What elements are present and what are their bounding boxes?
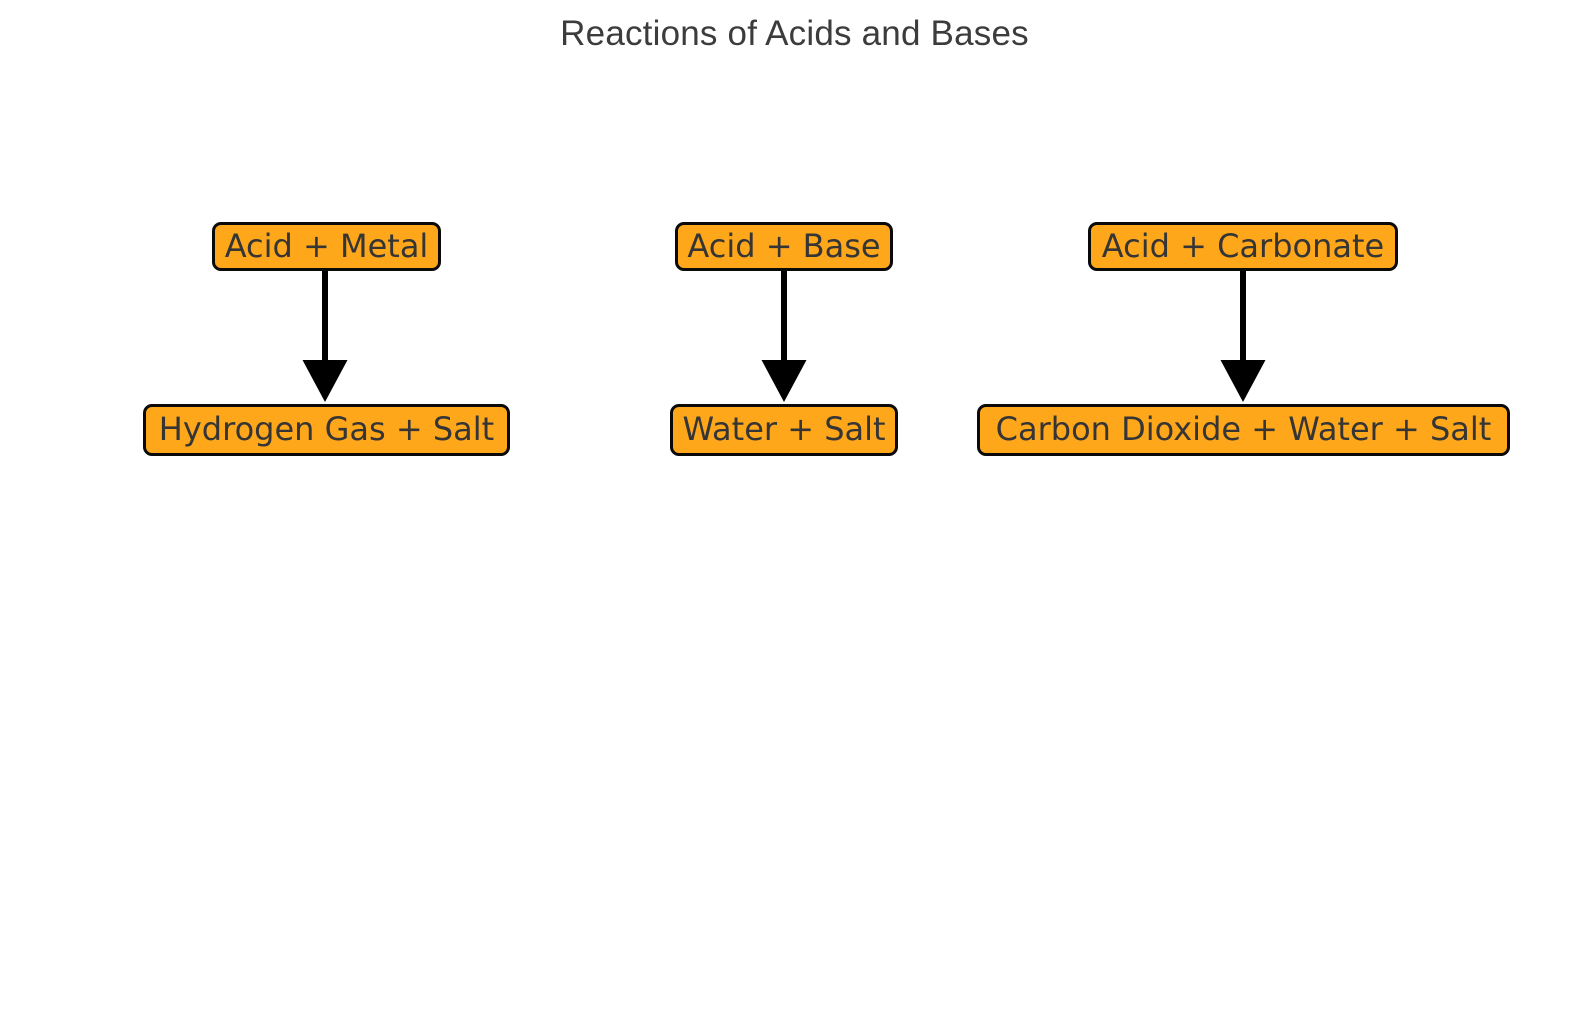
- node-target-label-carbon-dioxide-water-salt: Carbon Dioxide + Water + Salt: [995, 410, 1492, 448]
- node-target-hydrogen-gas-salt[interactable]: Hydrogen Gas + Salt: [143, 404, 510, 456]
- node-source-acid-carbonate[interactable]: Acid + Carbonate: [1088, 222, 1398, 271]
- node-source-label-acid-base: Acid + Base: [687, 226, 881, 265]
- node-source-label-acid-carbonate: Acid + Carbonate: [1101, 226, 1385, 265]
- node-source-label-acid-metal: Acid + Metal: [224, 226, 429, 265]
- edge-arrow-acid-base: [761, 271, 807, 402]
- edge-arrow-acid-carbonate: [1220, 271, 1266, 402]
- node-target-label-hydrogen-gas-salt: Hydrogen Gas + Salt: [158, 410, 495, 448]
- node-target-water-salt[interactable]: Water + Salt: [670, 404, 898, 456]
- node-target-label-water-salt: Water + Salt: [682, 410, 886, 448]
- node-source-acid-metal[interactable]: Acid + Metal: [212, 222, 441, 271]
- node-source-acid-base[interactable]: Acid + Base: [675, 222, 893, 271]
- diagram-title: Reactions of Acids and Bases: [560, 14, 1029, 53]
- edge-arrow-acid-metal: [302, 271, 348, 402]
- node-target-carbon-dioxide-water-salt[interactable]: Carbon Dioxide + Water + Salt: [977, 404, 1510, 456]
